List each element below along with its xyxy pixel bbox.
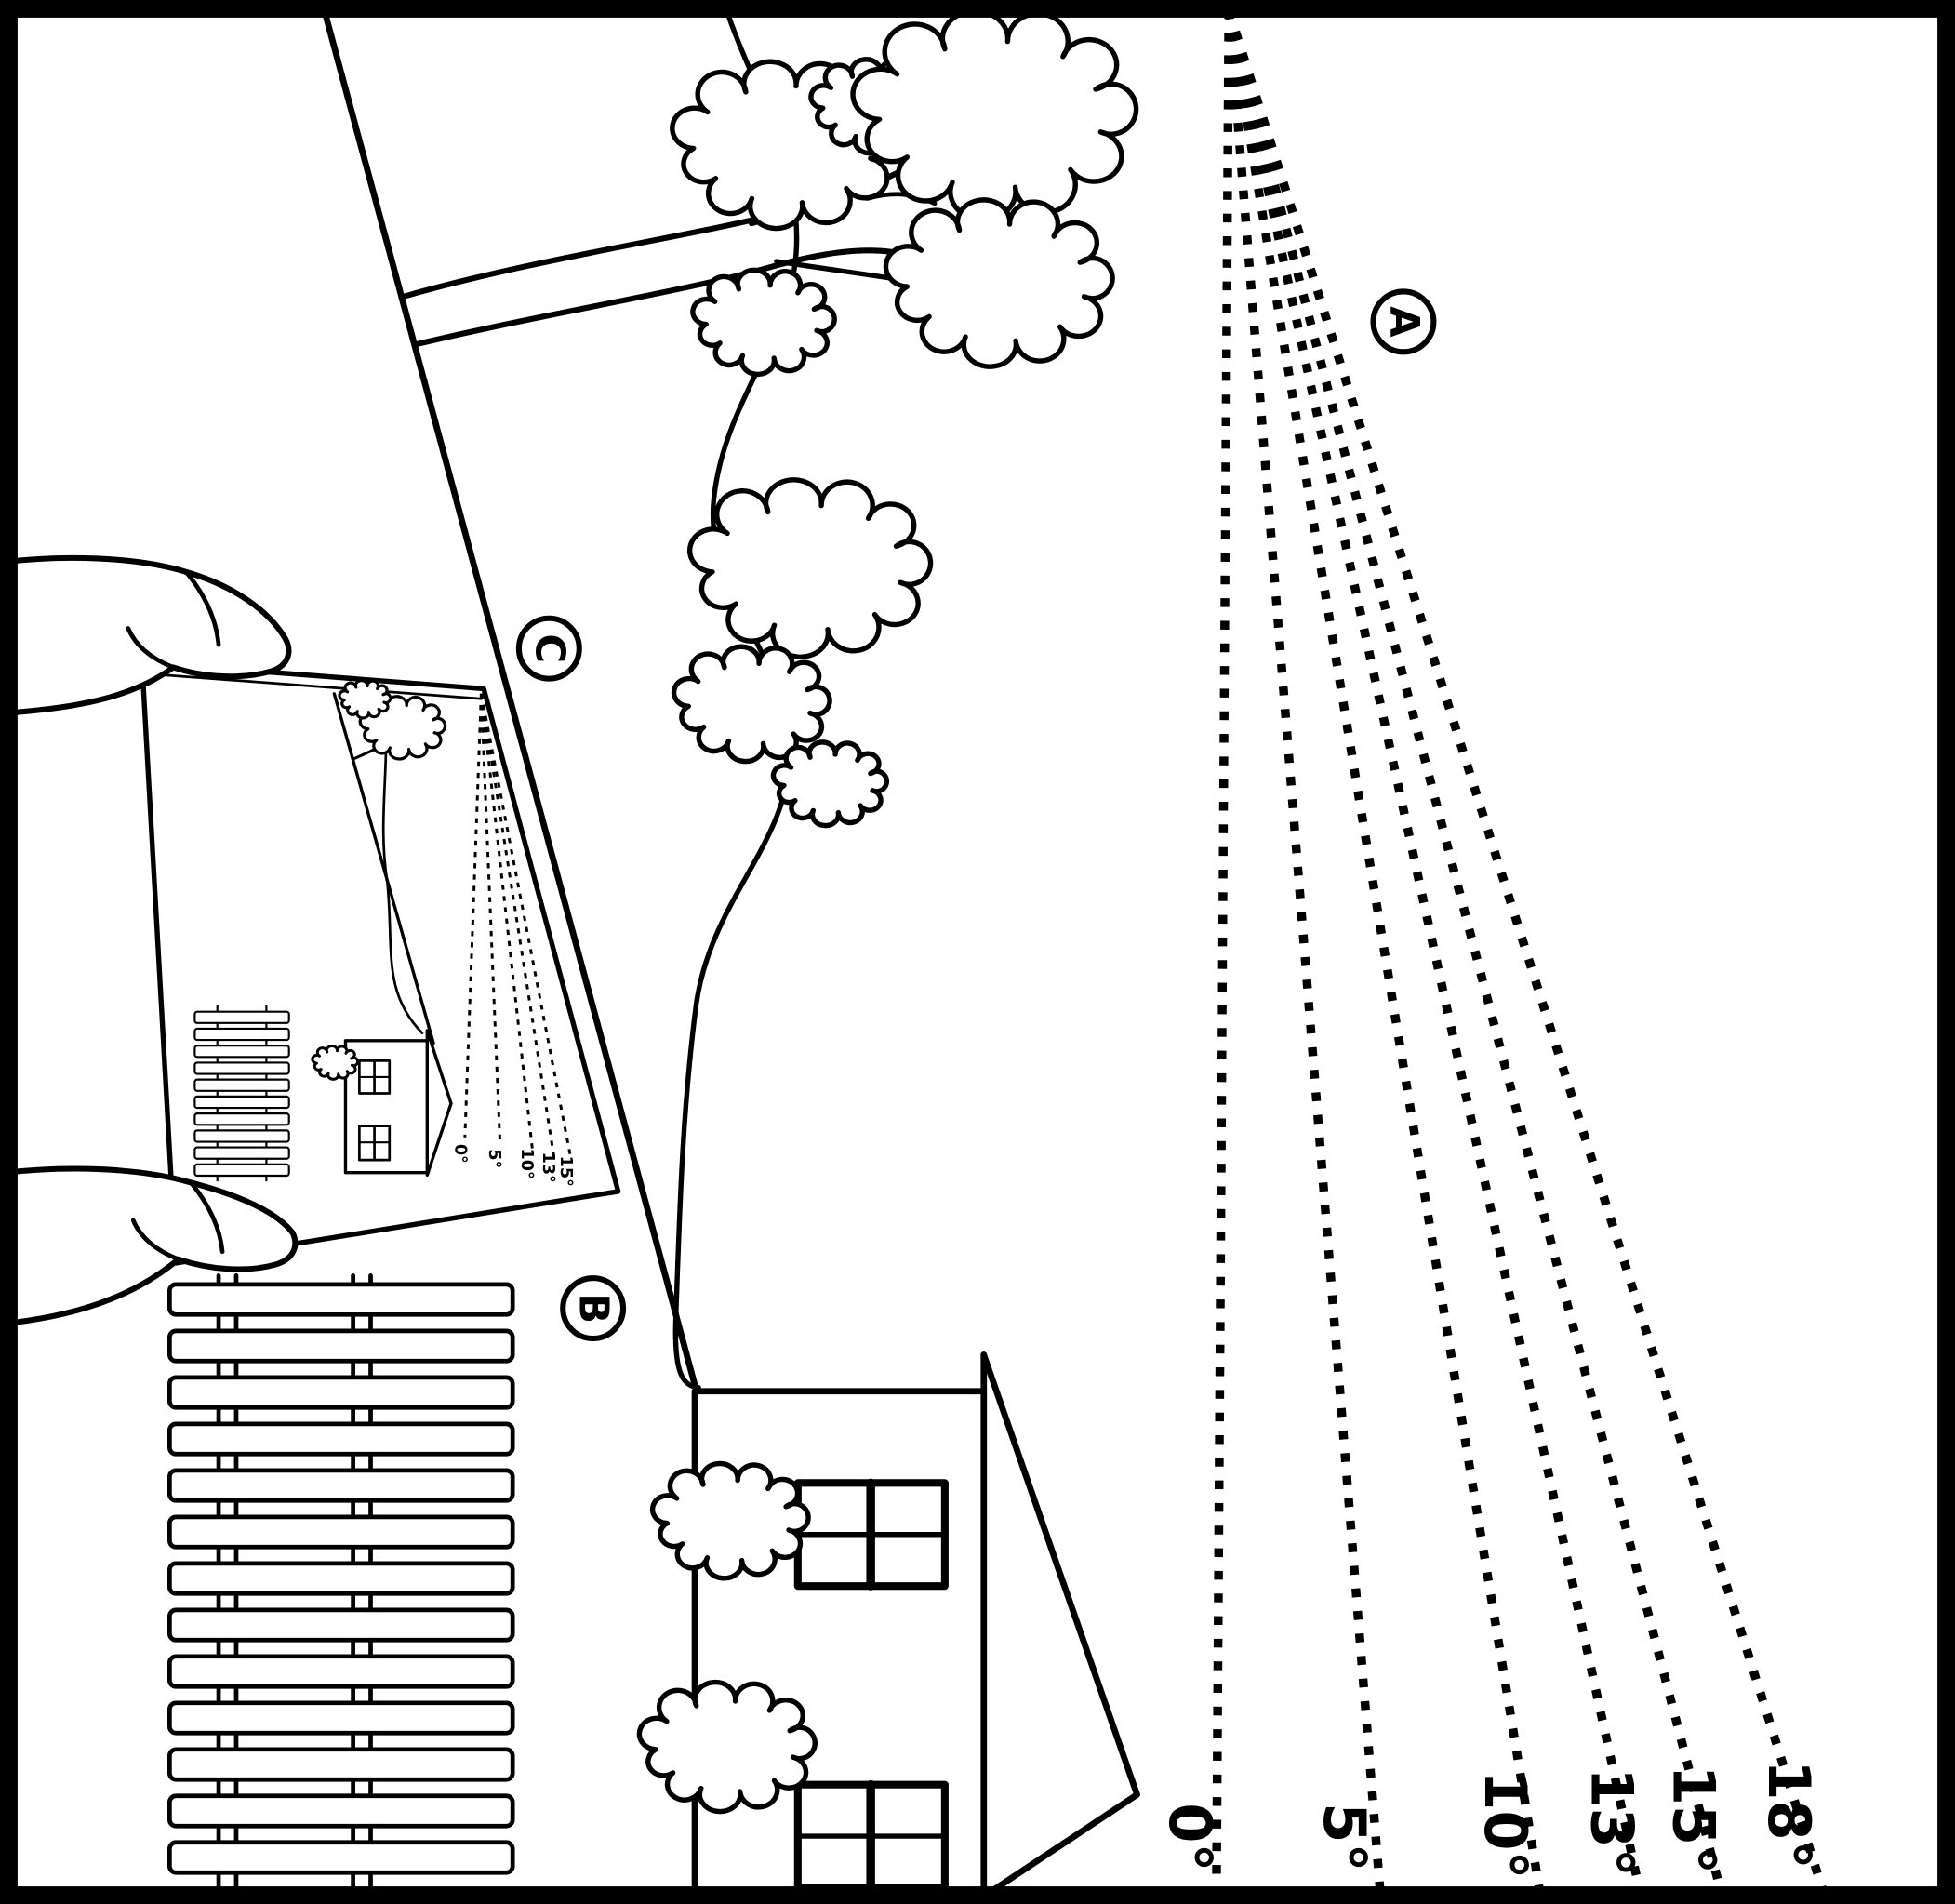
card-sight-line-5deg xyxy=(479,693,502,1145)
fan-angle-label-18: 18° xyxy=(1755,1760,1823,1870)
card-sight-line-10deg xyxy=(479,693,535,1153)
house xyxy=(639,1351,1140,1895)
sight-line-10deg xyxy=(1224,9,1547,1904)
reference-card: 0° 5° 10° 13° 15° xyxy=(139,659,621,1266)
lower-hand-finger-line xyxy=(130,1218,181,1262)
tree-trunk-lower xyxy=(413,247,915,348)
card-angle-label-10: 10° xyxy=(517,1149,536,1179)
callout-c-label: C xyxy=(525,633,572,663)
scene-diagonal-edge xyxy=(319,2,698,1389)
fence-slat xyxy=(169,1378,512,1407)
upper-hand-finger-line xyxy=(126,626,176,670)
callout-b: B xyxy=(560,1275,627,1342)
sight-line-5deg xyxy=(1224,9,1386,1904)
callout-c: C xyxy=(515,615,582,682)
card-diagonal-edge xyxy=(332,692,435,1045)
sight-line-15deg xyxy=(1224,8,1729,1904)
card-fence xyxy=(193,1005,290,1182)
fence-slat xyxy=(169,1657,512,1686)
fence-slat xyxy=(169,1796,512,1826)
card-fence-slat xyxy=(193,1095,290,1110)
sight-line-fan: 0° 5° 10° 13° 15° 18° xyxy=(1156,8,1829,1904)
house-window-lower xyxy=(793,1779,949,1893)
card-fence-slat xyxy=(193,1027,290,1042)
card-sight-line-15deg xyxy=(479,693,574,1164)
card-fence-slat xyxy=(193,1146,290,1160)
card-house-roof xyxy=(425,1029,453,1178)
fence-slat xyxy=(169,1517,512,1547)
fan-angle-label-13: 13° xyxy=(1578,1767,1646,1877)
card-house xyxy=(312,1029,453,1178)
lower-hand-thumb-line xyxy=(188,1180,225,1255)
callout-b-circle xyxy=(560,1275,627,1342)
card-fence-slat xyxy=(193,1045,290,1059)
card-angle-label-0: 0° xyxy=(450,1144,469,1164)
callout-b-label: B xyxy=(570,1293,617,1324)
callout-a-label: A xyxy=(1380,306,1427,338)
fan-angle-label-10: 10° xyxy=(1471,1770,1539,1880)
fence-slat xyxy=(169,1610,512,1640)
card-fence-slat xyxy=(193,1112,290,1126)
card-tree-foliage xyxy=(339,680,391,719)
lower-hand-outline xyxy=(0,1165,299,1327)
card-fence-slat xyxy=(193,1129,290,1143)
card-sight-fan: 0° 5° 10° 13° 15° xyxy=(450,693,575,1187)
fence-slat xyxy=(169,1331,512,1361)
sight-line-13deg xyxy=(1224,8,1647,1904)
fence xyxy=(169,1273,512,1894)
fence-slat xyxy=(169,1285,512,1314)
callout-c-circle xyxy=(515,615,582,682)
upper-hand-thumb-line xyxy=(183,569,221,647)
lower-hand xyxy=(0,1165,299,1327)
callout-a-circle xyxy=(1370,288,1437,355)
card-house-bush xyxy=(312,1045,358,1080)
card-fence-slat xyxy=(193,1078,290,1092)
card-angle-label-13: 13° xyxy=(539,1152,557,1183)
card-angle-label-15: 15° xyxy=(556,1156,575,1187)
card-fence-slat xyxy=(193,1061,290,1075)
landscape-scene xyxy=(169,2,1140,1895)
fence-slat xyxy=(169,1471,512,1500)
fence-slat xyxy=(169,1564,512,1593)
house-roof xyxy=(980,1351,1140,1895)
fence-slat xyxy=(169,1424,512,1454)
fan-angle-label-15: 15° xyxy=(1660,1765,1728,1875)
fan-angle-label-0: 0° xyxy=(1156,1803,1224,1871)
card-scene xyxy=(193,680,453,1182)
fence-slat xyxy=(169,1750,512,1779)
card-top-edge-line xyxy=(144,672,483,700)
fence-slat xyxy=(169,1703,512,1733)
card-fence-slat xyxy=(193,1010,290,1024)
callout-a: A xyxy=(1370,288,1437,355)
card-angle-label-5: 5° xyxy=(485,1149,503,1168)
fan-angle-label-5: 5° xyxy=(1310,1803,1378,1871)
fence-slat xyxy=(169,1843,512,1872)
card-fence-slat xyxy=(193,1163,290,1178)
upper-hand-outline xyxy=(0,554,292,717)
house-window-upper xyxy=(793,1478,949,1591)
sight-line-0deg xyxy=(1212,9,1233,1904)
upper-hand xyxy=(0,554,292,717)
